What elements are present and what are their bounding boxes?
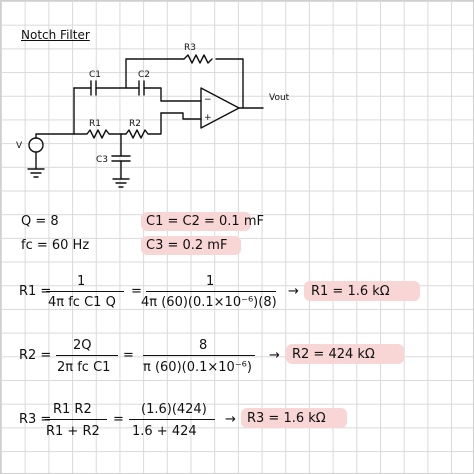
- eq1-num1: 1: [77, 274, 86, 289]
- eq3-fraction-bar-1: [45, 419, 107, 420]
- eq3-equals: =: [113, 412, 124, 427]
- label-c1: C1: [89, 70, 102, 80]
- highlight-eq1-result: [304, 281, 420, 301]
- eq2-lhs: R2 =: [19, 348, 52, 363]
- label-r2: R2: [129, 119, 141, 129]
- voltage-source: [28, 137, 44, 153]
- label-vin: V: [16, 141, 23, 151]
- ground-source: [27, 151, 45, 178]
- capacitor-c2: [138, 80, 145, 96]
- eq3-num1: R1 R2: [53, 402, 92, 417]
- resistor-r1: [73, 129, 127, 139]
- eq3-lhs: R3 =: [19, 412, 52, 427]
- eq2-num1: 2Q: [73, 338, 92, 353]
- eq2-result: R2 = 424 kΩ: [292, 347, 375, 362]
- eq2-den1: 2π fc C1: [57, 360, 111, 375]
- notch-filter-circuit: [27, 54, 264, 188]
- capacitor-c3: [111, 155, 131, 162]
- wire-r3-right: [215, 58, 244, 102]
- label-c2: C2: [138, 70, 151, 80]
- eq1-equals: =: [131, 284, 142, 299]
- eq1-den1: 4π fc C1 Q: [48, 295, 116, 310]
- eq2-fraction-bar-2: [143, 355, 255, 356]
- eq1-arrow: →: [288, 284, 299, 299]
- eq1-fraction-bar-1: [46, 291, 124, 292]
- ground-c3: [112, 160, 130, 188]
- eq2-den2: π (60)(0.1×10⁻⁶): [143, 360, 252, 375]
- eq1-den2: 4π (60)(0.1×10⁻⁶)(8): [141, 295, 277, 310]
- eq3-fraction-bar-2: [129, 419, 215, 420]
- eq1-result: R1 = 1.6 kΩ: [311, 284, 390, 299]
- op-amp: [200, 87, 240, 129]
- highlight-c3: [141, 236, 241, 255]
- given-c12: C1 = C2 = 0.1 mF: [146, 214, 264, 229]
- label-r3: R3: [184, 43, 196, 53]
- label-r1: R1: [89, 119, 101, 129]
- eq3-arrow: →: [225, 412, 236, 427]
- eq1-fraction-bar-2: [146, 291, 276, 292]
- eq3-result: R3 = 1.6 kΩ: [247, 411, 326, 426]
- capacitor-c1: [90, 80, 97, 96]
- eq3-den1: R1 + R2: [46, 424, 100, 439]
- page-title: Notch Filter: [21, 28, 90, 42]
- eq3-den2: 1.6 + 424: [132, 424, 197, 439]
- eq3-num2: (1.6)(424): [141, 402, 207, 417]
- eq2-num2: 8: [199, 338, 208, 353]
- resistor-r3: [183, 54, 213, 64]
- eq1-num2: 1: [206, 274, 215, 289]
- eq2-equals: =: [123, 348, 134, 363]
- wire-r3-left: [125, 58, 185, 89]
- label-vout: Vout: [269, 93, 290, 103]
- eq2-fraction-bar-1: [56, 355, 118, 356]
- given-fc: fc = 60 Hz: [21, 238, 90, 253]
- opamp-plus: +: [204, 113, 212, 123]
- given-c3: C3 = 0.2 mF: [146, 238, 228, 253]
- highlight-eq2-result: [286, 344, 404, 364]
- label-c3: C3: [96, 155, 109, 165]
- highlight-eq3-result: [241, 408, 347, 428]
- given-q: Q = 8: [21, 214, 59, 229]
- opamp-minus: −: [204, 95, 212, 105]
- resistor-r2: [125, 112, 162, 139]
- highlight-c12: [141, 212, 251, 231]
- eq1-lhs: R1 =: [19, 284, 52, 299]
- eq2-arrow: →: [269, 348, 280, 363]
